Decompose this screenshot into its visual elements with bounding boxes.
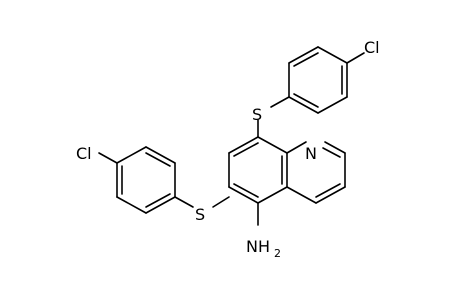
bond-to-chlorine-left: [98, 152, 118, 164]
bond: [116, 196, 147, 214]
bond: [233, 142, 259, 157]
bond: [315, 186, 346, 204]
bond: [228, 136, 259, 154]
bond: [145, 193, 171, 208]
bond-ring-to-sulfur-left: [174, 196, 194, 208]
amine-label: NH: [246, 237, 270, 256]
bond: [324, 141, 346, 154]
bond: [145, 152, 171, 167]
bond: [145, 146, 176, 164]
bond: [116, 146, 147, 164]
bond: [228, 186, 259, 204]
bond: [315, 183, 341, 198]
bond: [257, 136, 288, 154]
bond: [288, 96, 319, 114]
sulfur-upper-label: S: [252, 105, 262, 124]
amine-subscript: 2: [274, 247, 281, 260]
sulfur-left-label: S: [195, 205, 205, 224]
bond-ring-to-sulfur-upper: [270, 96, 290, 108]
bond: [286, 141, 307, 154]
bond: [257, 186, 288, 204]
chlorine-upper-label: Cl: [364, 38, 380, 57]
chlorine-left-label: Cl: [76, 144, 92, 163]
nitrogen-ring-label: N: [305, 144, 317, 163]
bond: [286, 186, 317, 204]
bond: [317, 96, 348, 114]
bond-sulfur-to-quinoline: [212, 196, 230, 208]
bond: [145, 196, 176, 214]
bond: [293, 52, 319, 67]
bond: [233, 183, 259, 198]
quinoline-pyridine-ring: [286, 141, 346, 204]
bond: [317, 46, 348, 64]
left-chlorophenyl-ring: [116, 146, 176, 214]
bond: [293, 93, 319, 108]
bond: [288, 46, 319, 64]
bond: [322, 147, 341, 158]
bond-to-chlorine-upper: [346, 52, 365, 64]
quinoline-benzo-ring: [228, 136, 288, 204]
upper-chlorophenyl-ring: [288, 46, 348, 114]
